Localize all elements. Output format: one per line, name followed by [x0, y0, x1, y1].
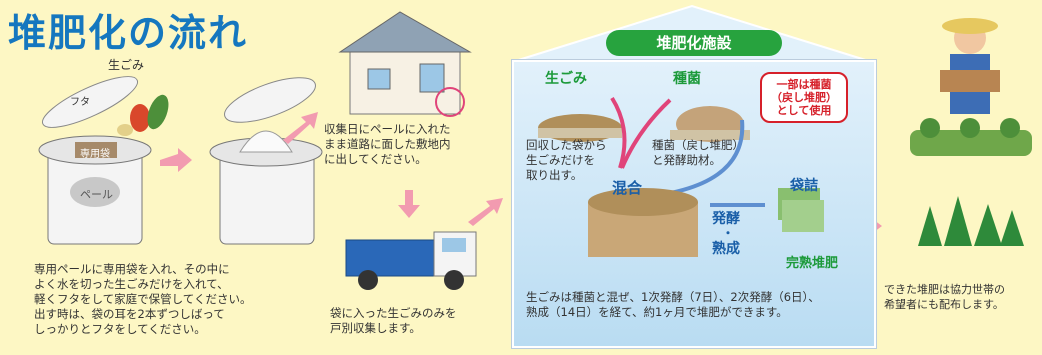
finished-label: 完熟堆肥: [786, 256, 839, 271]
bag-label: 専用袋: [80, 149, 110, 160]
arrow-icon: [398, 190, 420, 218]
arrow-icon: [283, 112, 318, 144]
bagging-label: 袋詰: [790, 178, 818, 194]
trees-illustration: [918, 196, 1024, 246]
truck-illustration: [345, 231, 477, 290]
seed-text: 種菌（戻し堆肥） と発酵助材。: [652, 138, 744, 167]
ferment-label: 発酵: [712, 211, 740, 227]
collection-day-text: 収集日にペールに入れた まま道路に面した敷地内 に出してください。: [324, 122, 451, 166]
mature-label: 熟成: [712, 241, 740, 257]
seed-label: 種菌: [673, 71, 701, 87]
farmer-illustration: [910, 18, 1032, 156]
kitchen-waste-label: 生ごみ: [108, 58, 145, 72]
house-illustration: [338, 11, 472, 117]
arrow-icon: [160, 148, 192, 172]
facility-title: 堆肥化施設: [606, 30, 782, 56]
arrow-icon: [468, 198, 503, 226]
door-collection-text: 袋に入った生ごみのみを 戸別収集します。: [330, 306, 457, 335]
page-title: 堆肥化の流れ: [8, 11, 249, 55]
pail-illustration: [38, 76, 323, 245]
waste-label: 生ごみ: [545, 71, 587, 87]
home-storage-text: 専用ペールに専用袋を入れ、その中に よく水を切った生ごみだけを入れて、 軽くフタ…: [34, 262, 252, 336]
mix-label: 混合: [612, 179, 643, 197]
waste-text: 回収した袋から 生ごみだけを 取り出す。: [526, 138, 607, 182]
seed-callout: 一部は種菌 （戻し堆肥） として使用: [760, 72, 848, 123]
facility-illustrations: [538, 96, 824, 257]
pail-label: ペール: [80, 188, 113, 201]
dot-separator: ・: [722, 226, 735, 240]
process-text: 生ごみは種菌と混ぜ、1次発酵（7日）、2次発酵（6日）、 熟成（14日）を経て、…: [526, 290, 820, 319]
lid-label: フタ: [70, 97, 90, 108]
distribution-text: できた堆肥は協力世帯の 希望者にも配布します。: [884, 283, 1005, 311]
